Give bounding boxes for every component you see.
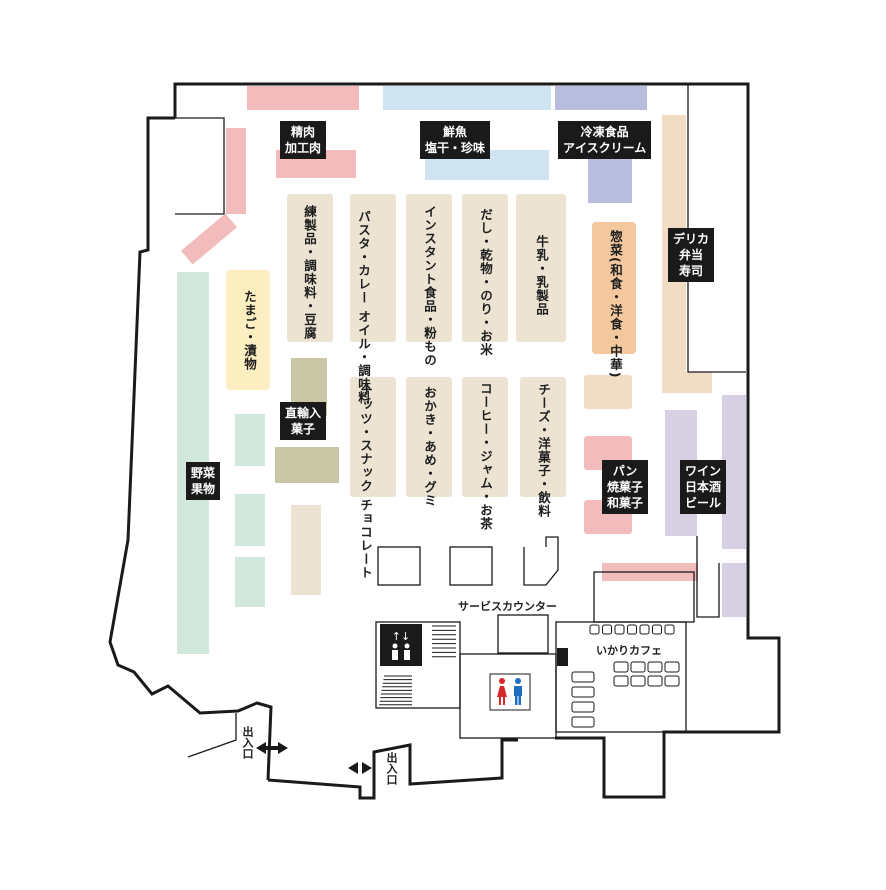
cafe-seat: [664, 675, 680, 687]
zone-vegetables-2: [235, 494, 265, 546]
label-deli: デリカ 弁当 寿司: [668, 228, 715, 282]
aisle-a1-shelf: [287, 194, 333, 342]
zone-import-2: [275, 447, 339, 483]
counter-1: [377, 546, 421, 586]
cafe-seat: [652, 624, 662, 635]
zone-frozen-top: [555, 86, 647, 110]
aisle-a2-label: パスタ・カレー オイル・調味料: [356, 210, 371, 405]
wall-deli-room: [687, 84, 746, 373]
aisle-a7-label: たまご・漬物: [242, 290, 257, 371]
aisle-a6-shelf: [592, 222, 636, 354]
aisle-a5-shelf: [516, 194, 566, 342]
zone-fish-top: [383, 86, 551, 110]
zone-meat-top: [247, 86, 359, 110]
service-counter-label: サービスカウンター: [458, 600, 557, 613]
cafe-seat: [613, 661, 629, 673]
aisle-a4-label: だし・乾物・のり・お米: [478, 208, 493, 357]
aisle-a6-label: 惣菜(和食・洋食・中華): [608, 230, 623, 379]
aisle-a3-label: インスタント食品・粉もの: [422, 205, 437, 367]
aisle-b4-shelf: [520, 377, 566, 497]
cafe-seat: [571, 686, 595, 698]
cafe-seat: [589, 624, 600, 635]
cafe-seat: [571, 716, 595, 728]
cafe-seat: [614, 624, 625, 635]
entrance-right-label: 出入口: [385, 752, 398, 785]
cafe-seat: [664, 624, 675, 635]
counter-3: [523, 536, 559, 586]
cafe-seat: [664, 661, 680, 673]
aisle-a2-shelf: [350, 194, 396, 342]
cafe-seat: [647, 675, 663, 687]
zone-meat-side: [226, 128, 246, 214]
aisle-b1-shelf: [350, 377, 396, 497]
label-fish: 鮮魚 塩干・珍味: [420, 121, 491, 159]
counter-2: [449, 546, 493, 586]
zone-import-3: [291, 505, 321, 595]
outer-wall-left: [108, 116, 273, 781]
zone-deli-base: [662, 372, 712, 393]
cafe-seat: [571, 701, 595, 713]
cafe-label: いかりカフェ: [596, 644, 662, 657]
restroom-area: [459, 653, 557, 739]
zone-bakery-top: [584, 375, 632, 409]
zone-eggs: [226, 270, 270, 390]
aisle-b3-label: コーヒー・ジャム・お茶: [478, 382, 493, 531]
aisle-b2-label: おかき・あめ・グミ: [422, 386, 437, 508]
wall-lower-left: [187, 713, 237, 758]
service-counter-area: [497, 614, 549, 654]
wall-top-left-box: [175, 117, 225, 215]
cafe-register: [557, 648, 568, 666]
cafe-seat: [613, 675, 629, 687]
aisle-a3-shelf: [406, 194, 452, 342]
cafe-seat: [647, 661, 663, 673]
outer-wall-bottom: [267, 738, 518, 800]
label-bakery: パン 焼菓子 和菓子: [602, 460, 649, 514]
aisle-b3-shelf: [462, 377, 508, 497]
cafe-seat: [639, 624, 650, 635]
aisle-b2-shelf: [406, 377, 452, 497]
outer-wall-main: [173, 82, 781, 799]
aisle-b1-label: ナッツ・スナック チョコレート: [358, 385, 373, 580]
aisle-a4-shelf: [462, 194, 508, 342]
aisle-b4-label: チーズ・洋菓子・飲料: [536, 383, 551, 518]
wall-liquor: [696, 536, 720, 618]
label-liquor: ワイン 日本酒 ビール: [680, 460, 727, 514]
cafe-seat: [630, 675, 646, 687]
label-imported-sweets: 直輸入 菓子: [280, 402, 327, 440]
zone-vegetables-1: [235, 414, 265, 466]
cafe-seat: [627, 624, 637, 635]
label-vegetables: 野菜 果物: [186, 462, 221, 500]
svg-text:↑↓: ↑↓: [392, 630, 410, 643]
zone-liquor-3: [722, 563, 746, 617]
escalator-stairs: [379, 625, 456, 706]
elevator-icon: ↑↓: [380, 624, 422, 666]
cafe-seat: [602, 624, 612, 635]
cafe-seat: [630, 661, 646, 673]
restroom-icon: [489, 673, 531, 711]
label-meat: 精肉 加工肉: [280, 121, 327, 159]
aisle-a1-label: 練製品・調味料・豆腐: [302, 205, 317, 340]
cafe-seat: [571, 671, 595, 683]
entrance-arrow-icon: [256, 742, 372, 774]
cafe-seats: [571, 624, 680, 728]
label-frozen: 冷凍食品 アイスクリーム: [558, 121, 652, 159]
entrance-left-label: 出入口: [241, 726, 254, 759]
zone-frozen-lower: [588, 153, 632, 203]
zone-meat-diagonal: [180, 213, 238, 265]
aisle-a5-label: 牛乳・乳製品: [534, 235, 549, 316]
zone-vegetables-3: [235, 557, 265, 607]
